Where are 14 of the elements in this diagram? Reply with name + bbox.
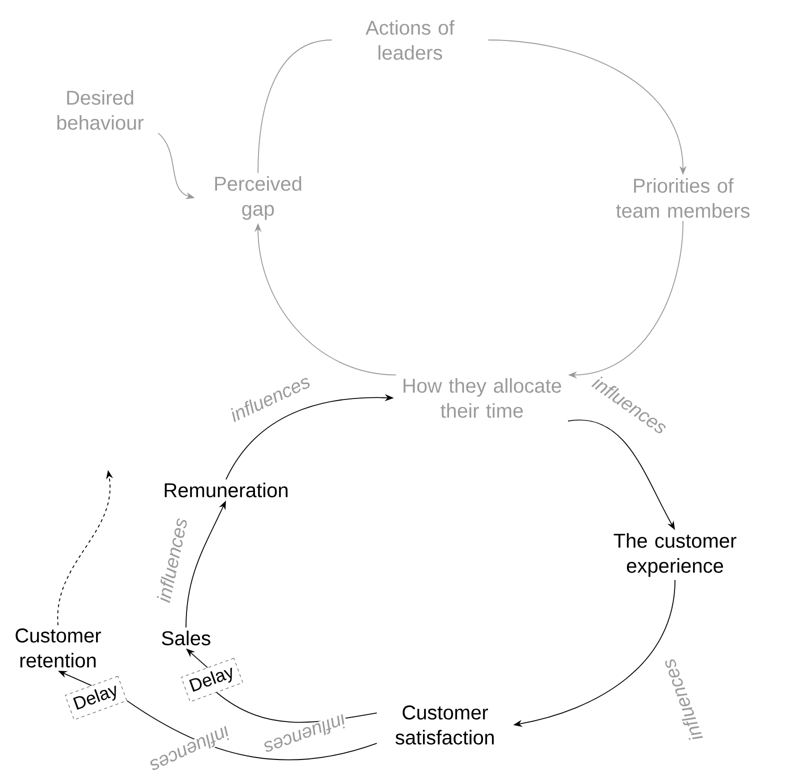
concept-text: The customer experience <box>614 533 736 577</box>
concept-text: Priorities of team members <box>616 178 750 218</box>
concept-text: How they allocate their time <box>404 378 562 418</box>
concept-text: Customer retention <box>16 628 101 668</box>
delay-box: Delay <box>181 658 243 702</box>
concept-text: Perceived gap <box>215 176 302 220</box>
concept-text: Desired behaviour <box>57 90 144 130</box>
concept-text: Actions of leaders <box>366 20 454 60</box>
concept-text: Customer satisfaction <box>396 705 494 745</box>
delay-box: Delay <box>65 676 127 720</box>
edge-label: influences <box>155 516 189 604</box>
arrow <box>186 648 208 668</box>
concept-text: Remuneration <box>164 482 288 498</box>
concept-text: Sales <box>162 630 210 646</box>
